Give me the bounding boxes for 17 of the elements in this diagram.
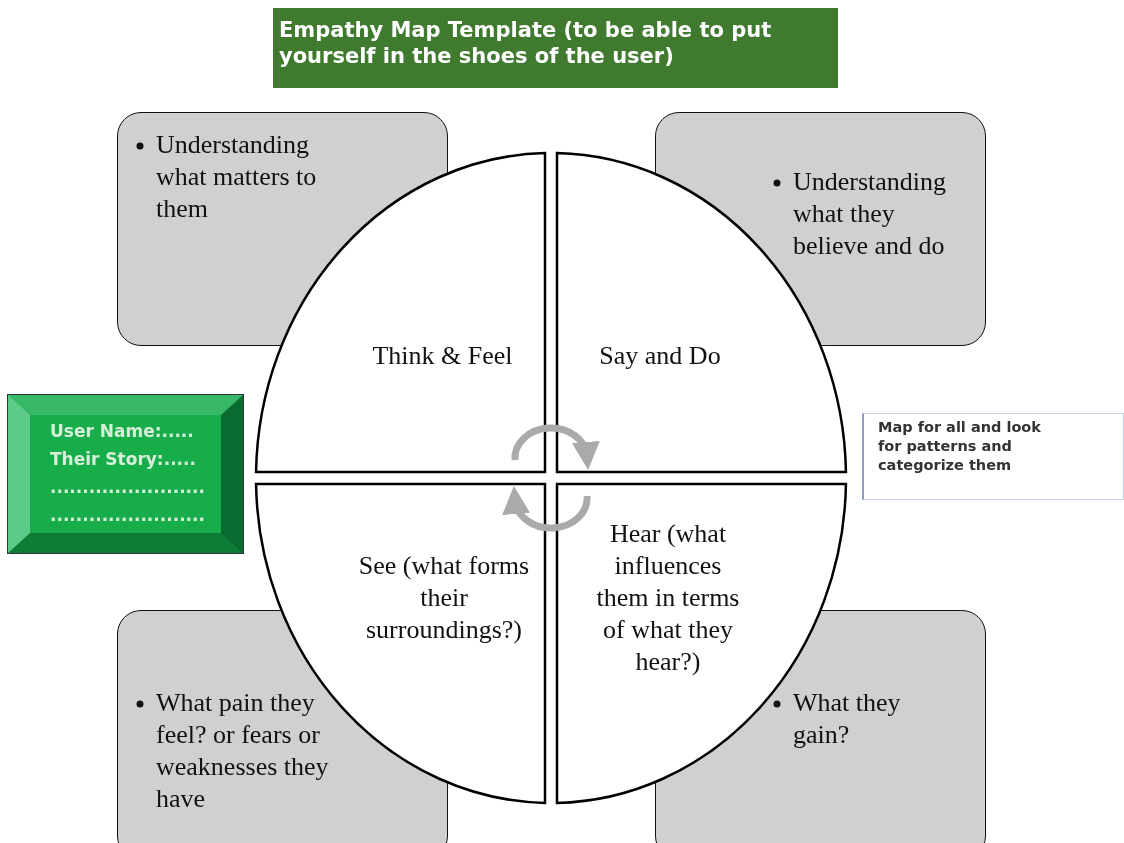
quadrant-label: Think & Feel: [371, 340, 514, 372]
card-text: Their Story:.....: [50, 448, 196, 471]
name-card: [8, 395, 243, 553]
card-text: ........................: [50, 504, 205, 527]
note-text: Map for all and look for patterns and categorize them: [878, 418, 1042, 475]
card-text: User Name:.....: [50, 420, 194, 443]
bullet-text: What they gain?: [793, 687, 902, 751]
bullet-text: What pain they feel? or fears or weaknesses they have: [156, 687, 330, 815]
note-box: [862, 413, 1124, 500]
quadrant-label: Hear (what influences them in terms of what they hear?): [595, 518, 741, 678]
bullet-text: Understanding what matters to them: [156, 129, 318, 225]
quadrant-label: Say and Do: [598, 340, 722, 372]
title-banner: Empathy Map Template (to be able to put yourself in the shoes of the user): [273, 8, 838, 88]
bullet-text: Understanding what they believe and do: [793, 166, 948, 262]
quadrant: [555, 482, 848, 805]
quadrant-label: See (what forms their surroundings?): [357, 550, 531, 646]
card-text: ........................: [50, 476, 205, 499]
